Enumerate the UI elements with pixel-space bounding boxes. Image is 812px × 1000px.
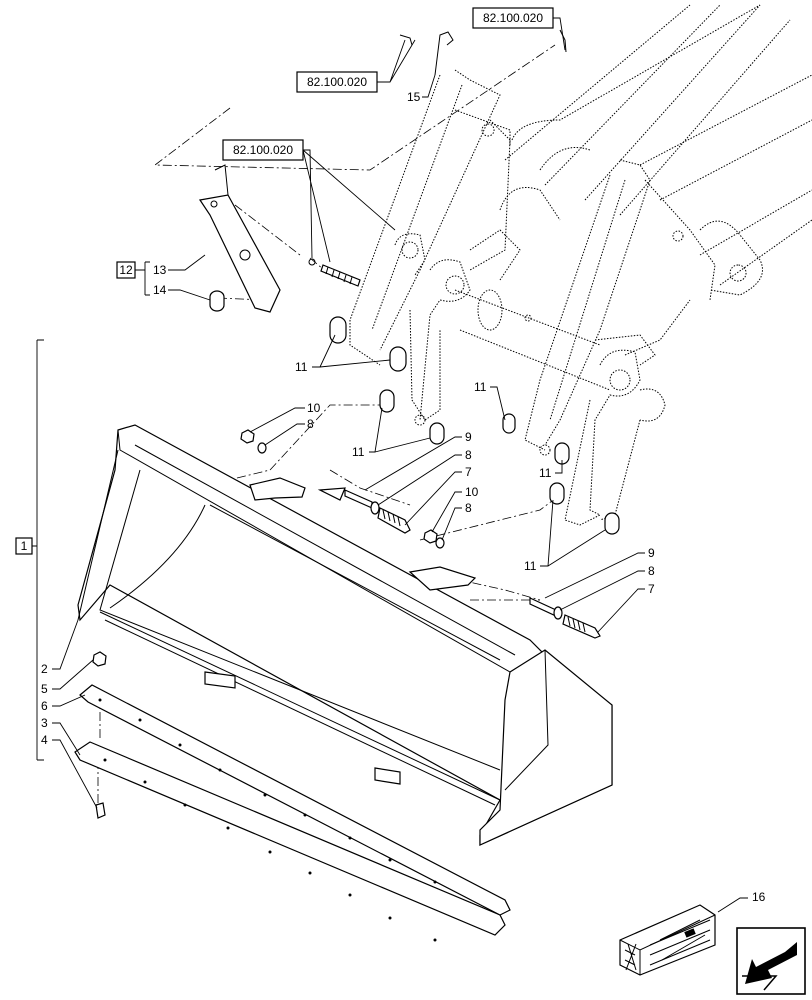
callout-7-a: 7 [465,465,472,479]
reference-box-top-left: 82.100.020 [296,39,416,93]
reference-box-top-right: 82.100.020 [472,7,566,51]
group-1-label: 1 [15,339,44,761]
callout-11-d: 11 [539,466,552,480]
callout-11-c: 11 [474,380,487,394]
callout-10-b: 10 [465,485,479,499]
callout-6: 6 [41,699,48,713]
callout-8-c: 8 [465,501,472,515]
callout-11-e: 11 [524,559,537,573]
callout-8-a: 8 [307,417,314,431]
callout-10-a: 10 [307,401,321,415]
callout-15: 15 [407,90,421,104]
loader-bucket [77,424,613,846]
cutting-edge-strips [74,684,511,942]
hardware-parts [92,29,620,819]
previous-page-arrow-icon[interactable] [736,927,806,995]
group-1-text: 1 [21,539,28,553]
group-12-label: 12 [116,261,150,296]
packaging-crate-icon [619,904,716,976]
callout-11-b: 11 [352,445,365,459]
callouts: 15 13 14 11 11 11 11 11 10 8 9 8 7 10 8 … [41,74,766,913]
loader-arms [349,4,812,526]
callout-11-a: 11 [295,360,308,374]
callout-2: 2 [41,662,48,676]
callout-16: 16 [752,890,766,904]
group-12-text: 12 [119,263,133,277]
callout-4: 4 [41,733,48,747]
callout-8-b: 8 [465,448,472,462]
callout-9-a: 9 [465,430,472,444]
callout-14: 14 [153,283,167,297]
callout-9-b: 9 [648,546,655,560]
ref-82-100-020-c: 82.100.020 [233,143,293,157]
callout-13: 13 [153,263,167,277]
callout-3: 3 [41,716,48,730]
callout-8-d: 8 [648,564,655,578]
reference-box-middle: 82.100.020 [222,139,396,263]
ref-82-100-020-b: 82.100.020 [307,75,367,89]
callout-7-b: 7 [648,582,655,596]
ref-82-100-020-a: 82.100.020 [483,11,543,25]
callout-5: 5 [41,682,48,696]
